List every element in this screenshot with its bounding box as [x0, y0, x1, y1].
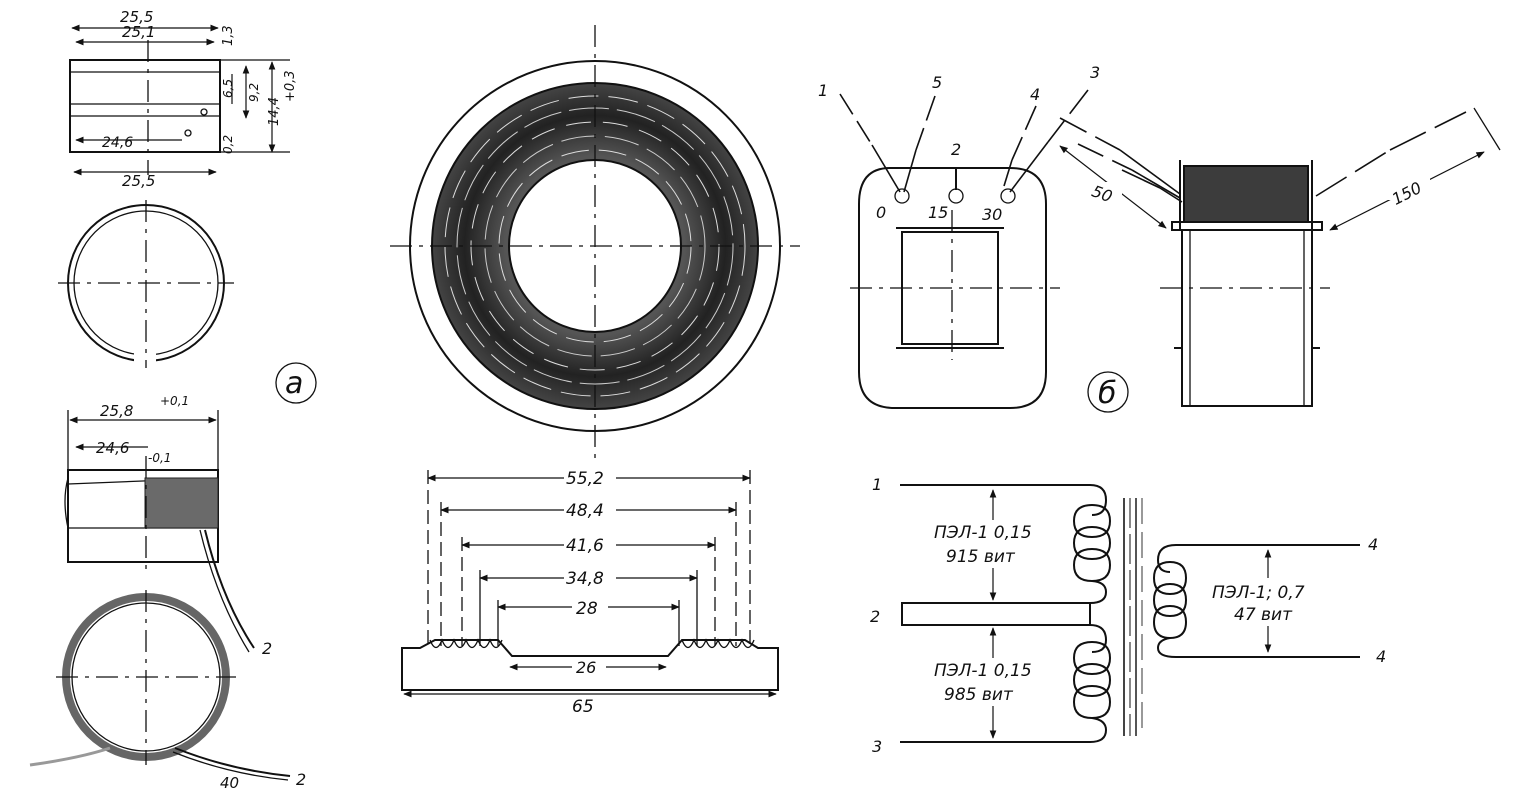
dim-b-25-8-tolerance: +0,1	[160, 394, 189, 408]
panel-label-b: б	[1098, 376, 1117, 411]
dim-toroid-65: 65	[572, 697, 594, 717]
coil-former-end-view	[58, 200, 234, 368]
winding3-wire: ПЭЛ-1; 0,7	[1212, 583, 1305, 603]
label-bg-41-6	[564, 533, 616, 555]
label-bg-w2	[930, 658, 1050, 706]
dim-toroid-55-2: 55,2	[566, 469, 604, 489]
terminal-3: 3	[872, 737, 882, 756]
label-bg-w3	[1210, 578, 1346, 626]
label-bg-48-4	[564, 498, 616, 520]
dim-a-6-5: 6,5	[221, 79, 235, 98]
winding1-turns: 915 вит	[946, 547, 1016, 567]
winding1-wire: ПЭЛ-1 0,15	[934, 523, 1032, 543]
dim-a-1-3: 1,3	[221, 25, 236, 46]
label-b-circle	[1087, 371, 1129, 413]
lead-wires-front	[839, 89, 1089, 193]
panel-label-a: а	[285, 366, 303, 401]
dim-a-14-4-tolerance: +0,3	[283, 70, 298, 102]
dim-b-24-6: 24,6	[96, 439, 129, 457]
dim-a-25-5-top: 25,5	[120, 8, 153, 26]
label-a-circle	[275, 362, 317, 404]
tap-label-2: 2	[951, 140, 961, 159]
terminal-4-bottom: 4	[1376, 647, 1386, 666]
dim-a-0-2: 0,2	[221, 135, 235, 154]
label-bg-150	[1386, 178, 1430, 200]
dim-toroid-28: 28	[576, 599, 598, 619]
lead-label-1: 1	[818, 81, 828, 100]
lead-label-3: 3	[1090, 63, 1100, 82]
dim-toroid-34-8: 34,8	[566, 569, 604, 589]
tap-label-30: 30	[982, 205, 1002, 224]
dim-a-14-4: 14,4	[267, 97, 282, 126]
tap-label-0: 0	[876, 203, 886, 222]
label-bg-28	[572, 596, 608, 618]
dim-b-25-8: 25,8	[100, 402, 133, 420]
dim-b-40: 40	[220, 774, 239, 788]
toroidal-coil-top-view	[390, 25, 800, 460]
winding2-turns: 985 вит	[944, 685, 1014, 705]
dim-a-25-1: 25,1	[122, 23, 155, 41]
label-bg-w1	[930, 520, 1050, 568]
coil-former-side-view	[69, 24, 290, 176]
winding2-wire: ПЭЛ-1 0,15	[934, 661, 1032, 681]
dim-toroid-41-6: 41,6	[566, 536, 604, 556]
terminal-1: 1	[872, 475, 882, 494]
dim-toroid-48-4: 48,4	[566, 501, 604, 521]
lead-label-4: 4	[1030, 85, 1040, 104]
terminal-4-top: 4	[1368, 535, 1378, 554]
core-coil-side-view	[1160, 160, 1330, 407]
label-bg-50	[1088, 182, 1122, 204]
dim-b-24-6-tolerance: -0,1	[148, 451, 171, 465]
lead-label-2-lower: 2	[296, 770, 306, 788]
label-bg-55-2	[564, 466, 616, 488]
lead-label-5: 5	[932, 73, 942, 92]
label-bg-34-8	[564, 566, 616, 588]
tap-label-15: 15	[928, 203, 948, 222]
dim-a-24-6: 24,6	[102, 135, 133, 151]
dim-a-9-2: 9,2	[247, 83, 261, 102]
core-plate-front-view	[850, 167, 1060, 409]
label-bg-26	[572, 657, 606, 677]
coil-winding-end-view	[29, 590, 291, 781]
terminal-2: 2	[870, 607, 880, 626]
coil-winding-side-view	[64, 410, 255, 653]
dim-toroid-26: 26	[576, 658, 596, 677]
winding3-turns: 47 вит	[1234, 605, 1293, 625]
dim-a-25-5-bottom: 25,5	[122, 172, 155, 190]
lead-label-2-upper: 2	[262, 639, 272, 658]
